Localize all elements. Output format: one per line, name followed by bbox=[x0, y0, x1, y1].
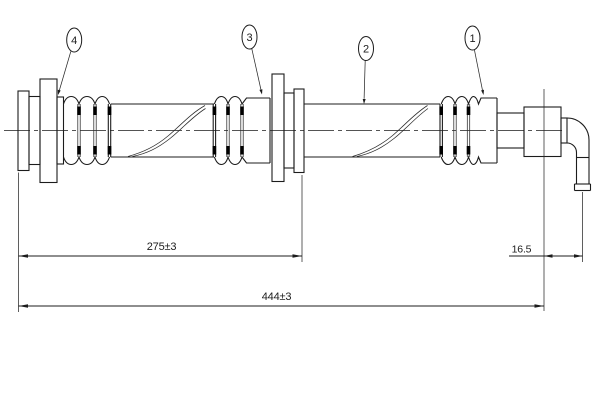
middle-disc bbox=[293, 88, 305, 174]
dimension-444: 444±3 bbox=[18, 291, 544, 308]
callout-2-number: 2 bbox=[363, 44, 369, 56]
dimension-275: 275±3 bbox=[18, 241, 302, 258]
left-collar bbox=[56, 96, 65, 165]
hose-left-segment bbox=[110, 103, 214, 158]
hose-lay-line bbox=[127, 105, 206, 157]
hose-right-segment bbox=[304, 103, 440, 158]
hose-lay-line bbox=[352, 105, 428, 157]
extension-lines bbox=[18, 89, 583, 312]
middle-fitting bbox=[212, 73, 305, 183]
middle-bracket-plate bbox=[271, 73, 285, 183]
middle-crimp-ferrule bbox=[212, 95, 271, 166]
crimp-marks bbox=[439, 106, 471, 155]
callout-balloon bbox=[241, 24, 258, 50]
callout-1-number: 1 bbox=[469, 33, 475, 45]
fitting-block bbox=[523, 106, 562, 158]
left-crimp-ferrule bbox=[62, 95, 112, 166]
crimp-marks bbox=[77, 106, 112, 155]
callout-4: 4 bbox=[57, 27, 83, 95]
callout-3: 3 bbox=[241, 24, 263, 95]
hose-lay-line bbox=[356, 108, 429, 157]
dimension-444-label: 444±3 bbox=[262, 291, 292, 303]
right-crimp-ferrule bbox=[439, 95, 498, 166]
elbow-stub bbox=[560, 117, 568, 144]
crimp-marks bbox=[212, 106, 244, 155]
dimension-16-5: 16.5 bbox=[509, 244, 583, 258]
elbow-tube bbox=[566, 117, 592, 192]
dimension-16-5-label: 16.5 bbox=[512, 244, 532, 256]
callout-balloon bbox=[358, 36, 374, 61]
callout-1: 1 bbox=[464, 25, 484, 95]
callout-balloon bbox=[464, 25, 481, 51]
callout-4-number: 4 bbox=[71, 35, 77, 47]
callout-2: 2 bbox=[358, 36, 374, 104]
callout-3-number: 3 bbox=[246, 32, 252, 44]
callout-balloon bbox=[66, 27, 83, 53]
dimension-275-label: 275±3 bbox=[147, 241, 177, 253]
right-fitting bbox=[439, 95, 592, 192]
left-fitting bbox=[17, 78, 112, 184]
hose-lay-line bbox=[132, 108, 206, 157]
